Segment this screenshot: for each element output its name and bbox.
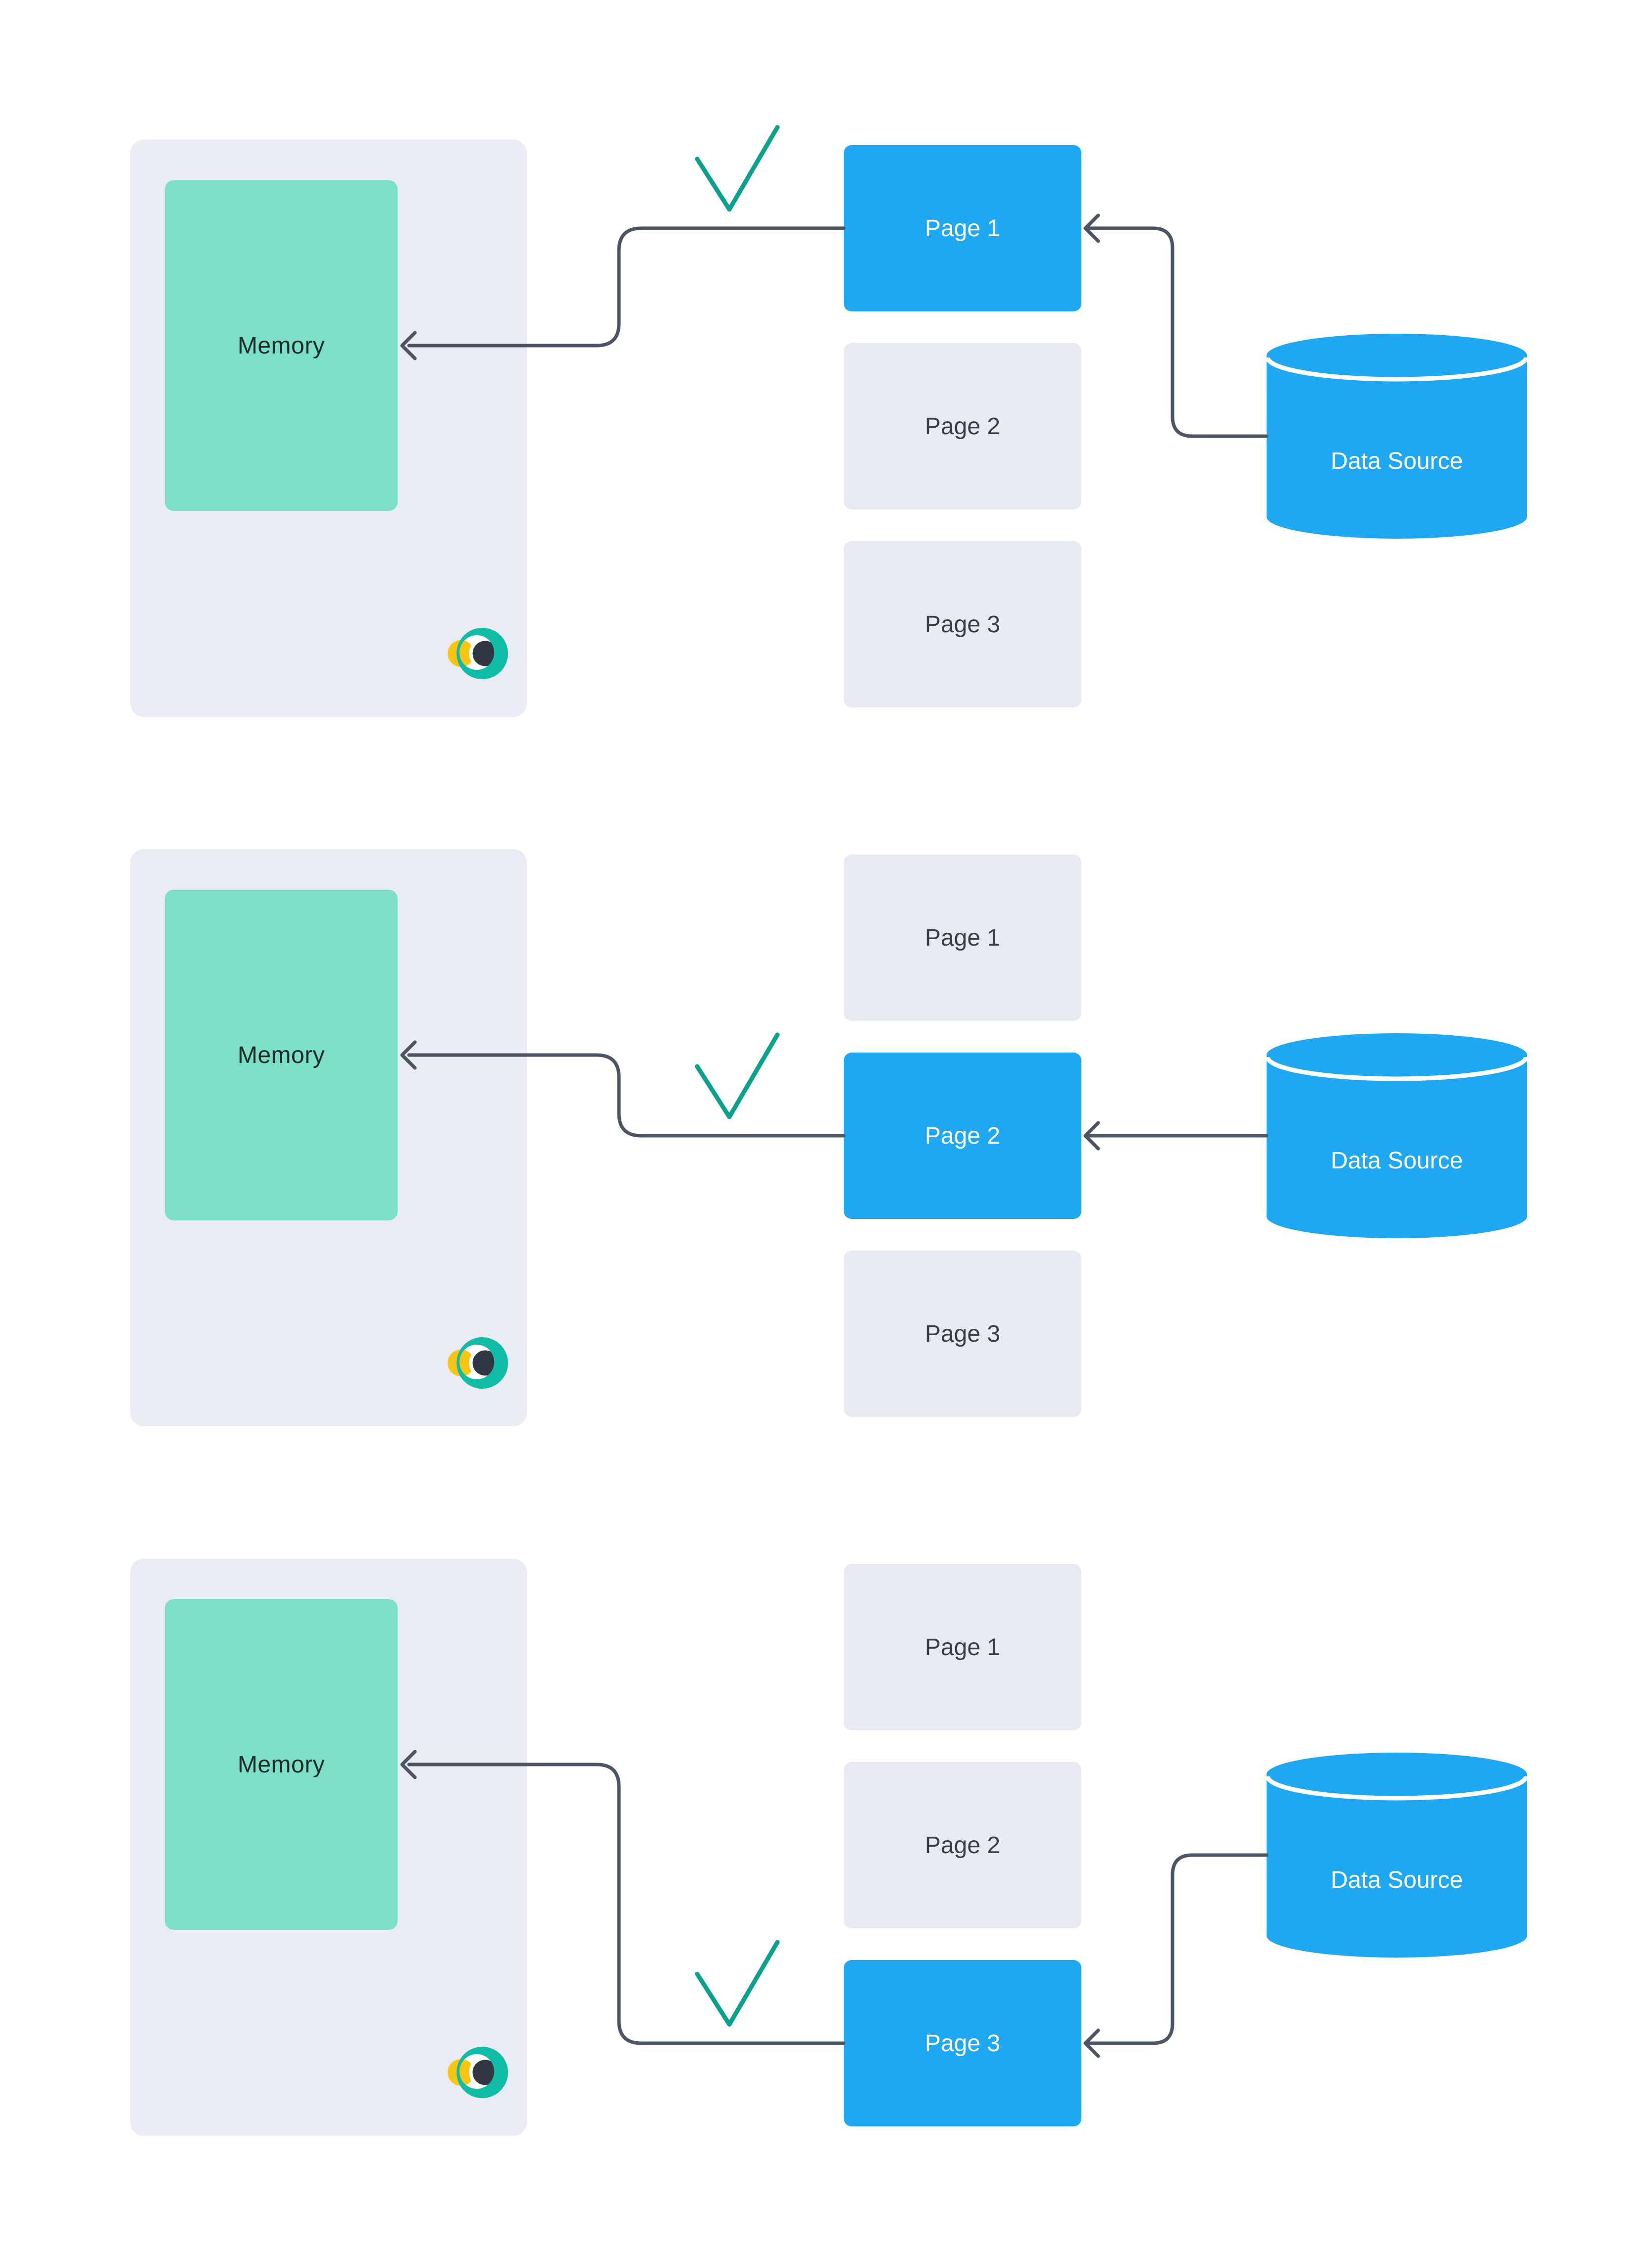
page-label: Page 1 [924,924,1001,951]
memory-box: Memory [165,180,398,511]
page-card-2: Page 2 [844,343,1081,509]
page-label: Page 3 [924,2030,1001,2057]
diagram-step-2: Memory Page 1 Page 2 Page 3 Data Source [0,849,1632,1559]
data-source-cylinder: Data Source [1267,1753,1527,1958]
eclipse-moon-logo-icon [448,1337,508,1389]
data-source-label: Data Source [1331,1148,1463,1174]
data-source-label: Data Source [1331,1867,1463,1893]
page-label: Page 3 [924,611,1001,638]
memory-panel: Memory [130,1559,527,2136]
page-label: Page 2 [924,1122,1001,1149]
page-card-2: Page 2 [844,1762,1081,1928]
page-label: Page 1 [924,215,1001,242]
data-source-label: Data Source [1331,448,1463,474]
page-card-3-active: Page 3 [844,1960,1081,2126]
diagram-step-1: Memory Page 1 Page 2 Page 3 Data Source [0,140,1632,849]
page-card-1-active: Page 1 [844,145,1081,311]
data-source-cylinder: Data Source [1267,334,1527,539]
page-card-1: Page 1 [844,855,1081,1021]
page-card-2-active: Page 2 [844,1053,1081,1219]
diagram-step-3: Memory Page 1 Page 2 Page 3 Data Source [0,1559,1632,2268]
page-label: Page 3 [924,1320,1001,1347]
memory-panel: Memory [130,140,527,717]
page-label: Page 1 [924,1634,1001,1661]
memory-label: Memory [237,1751,325,1778]
page-card-3: Page 3 [844,541,1081,707]
memory-panel: Memory [130,849,527,1426]
page-card-1: Page 1 [844,1564,1081,1730]
memory-label: Memory [237,332,325,359]
memory-label: Memory [237,1042,325,1068]
page-label: Page 2 [924,1832,1001,1859]
eclipse-moon-logo-icon [448,2047,508,2098]
page-label: Page 2 [924,413,1001,440]
eclipse-moon-logo-icon [448,628,508,679]
memory-box: Memory [165,1599,398,1930]
data-source-cylinder: Data Source [1267,1033,1527,1238]
memory-box: Memory [165,890,398,1220]
page-card-3: Page 3 [844,1251,1081,1417]
